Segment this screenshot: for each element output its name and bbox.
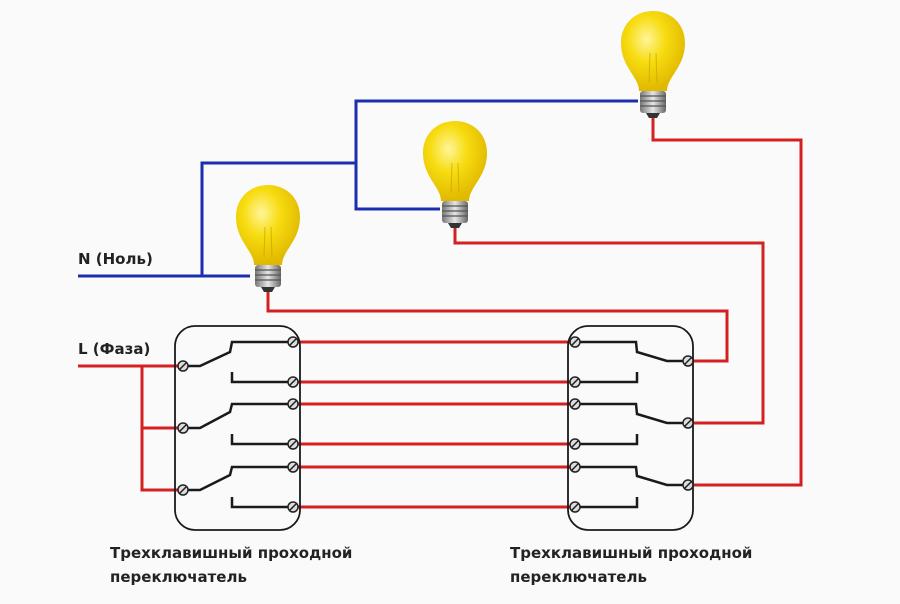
neutral-wires xyxy=(78,99,638,278)
lamp-2-icon xyxy=(422,120,488,229)
neutral-branch-1 xyxy=(200,161,356,276)
switch-1-terminals xyxy=(177,336,299,513)
switch-2-caption-line1: Трехклавишный проходной xyxy=(510,544,753,562)
phase-label: L (Фаза) xyxy=(78,340,151,358)
switch-2 xyxy=(567,325,694,531)
switch-1-caption-line2: переключатель xyxy=(110,568,247,586)
switch-2-caption: Трехклавишный проходной переключатель xyxy=(510,541,752,589)
switch-1-caption: Трехклавишный проходной переключатель xyxy=(110,541,352,589)
switch-1 xyxy=(174,325,301,531)
neutral-label: N (Ноль) xyxy=(78,250,153,268)
lamp3-feed-wire xyxy=(651,118,803,487)
phase-bus-wire xyxy=(140,366,183,492)
switch-2-caption-line2: переключатель xyxy=(510,568,647,586)
neutral-lamp2-wire xyxy=(354,163,440,211)
switch-1-caption-line1: Трехклавишный проходной xyxy=(110,544,353,562)
lamp2-feed-wire xyxy=(453,228,765,425)
lamp1-feed-wire xyxy=(266,292,729,363)
neutral-branch-2 xyxy=(354,99,638,209)
phase-wires xyxy=(78,118,803,509)
